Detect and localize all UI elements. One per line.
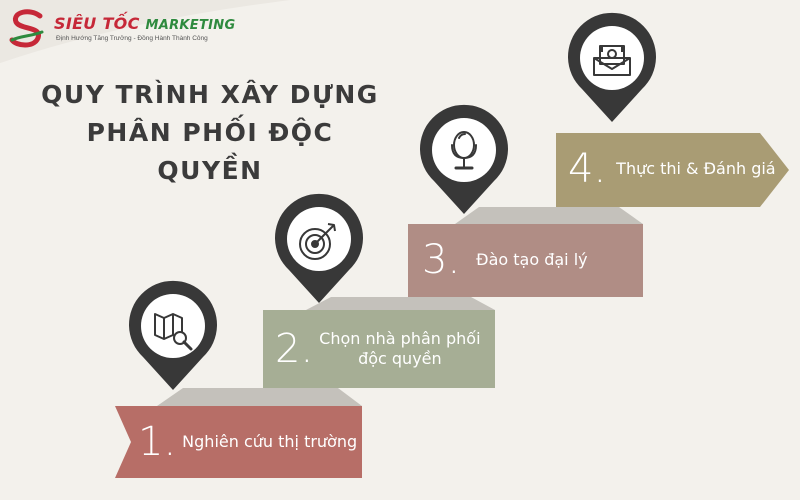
fold-connector — [157, 388, 362, 406]
step-3-label: Đào tạo đại lý — [476, 250, 588, 269]
step-2-label-line-1: Chọn nhà phân phối — [319, 329, 481, 348]
title-line-1: QUY TRÌNH XÂY DỰNG — [41, 80, 379, 109]
fold-connector — [455, 207, 643, 224]
step-1-label: Nghiên cứu thị trường — [182, 432, 358, 451]
step-3-ribbon — [408, 224, 643, 297]
step-4-label: Thực thi & Đánh giá — [616, 159, 776, 178]
brand-name-part2: MARKETING — [145, 18, 236, 33]
step-2-ribbon — [263, 310, 495, 388]
step-3-text: 3. Đào tạo đại lý — [422, 240, 588, 280]
step-4-pin — [568, 12, 656, 123]
step-2-pin — [275, 193, 363, 303]
step-1-ribbon — [115, 406, 362, 478]
step-4-text: 4. Thực thi & Đánh giá — [568, 149, 776, 189]
step-3-number: 3. — [422, 237, 461, 283]
step-2-text: 2. Chọn nhà phân phối độc quyền — [275, 329, 481, 369]
map-search-icon — [154, 313, 193, 351]
page-title: QUY TRÌNH XÂY DỰNG PHÂN PHỐI ĐỘC QUYỀN — [30, 76, 390, 190]
mirror-icon — [451, 131, 477, 170]
brand-name: SIÊU TỐC MARKETING — [54, 14, 235, 33]
brand-tagline: Định Hướng Tăng Trưởng - Đồng Hành Thành… — [56, 35, 208, 42]
brand-logo: SIÊU TỐC MARKETING Định Hướng Tăng Trưởn… — [6, 6, 235, 50]
step-1-number: 1. — [138, 419, 177, 465]
logo-mark-icon — [9, 9, 44, 48]
title-line-2: PHÂN PHỐI ĐỘC QUYỀN — [86, 118, 334, 185]
step-2-number: 2. — [275, 326, 314, 372]
money-envelope-icon — [593, 45, 631, 76]
fold-connector — [306, 297, 495, 310]
brand-name-part1: SIÊU TỐC — [54, 14, 140, 33]
target-arrow-icon — [299, 223, 336, 260]
step-2-label-line-2: độc quyền — [358, 349, 442, 368]
step-1-text: 1. Nghiên cứu thị trường — [138, 422, 357, 462]
step-4-ribbon — [556, 133, 789, 207]
step-2-label: Chọn nhà phân phối độc quyền — [319, 329, 480, 369]
step-4-number: 4. — [568, 146, 607, 192]
